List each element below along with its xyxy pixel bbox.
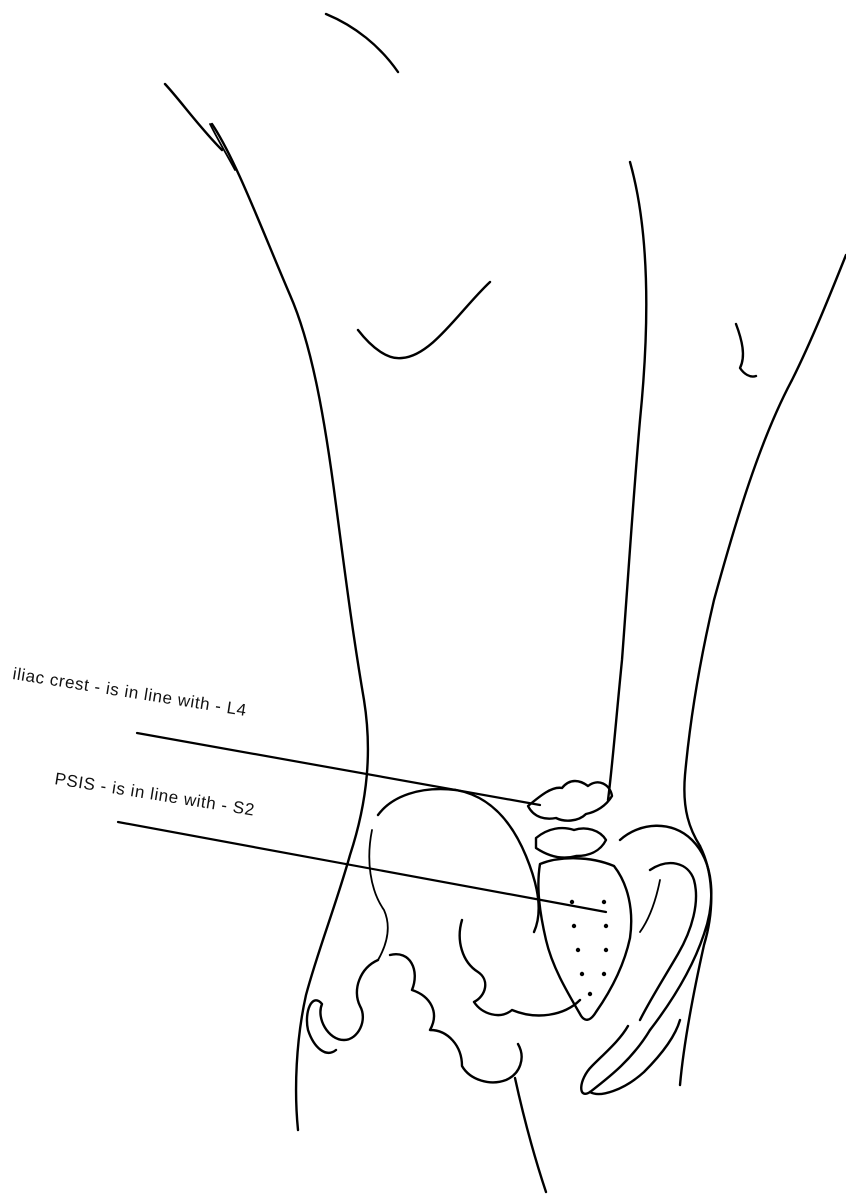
leg-divide xyxy=(515,1078,546,1192)
spine-line xyxy=(608,162,646,800)
left-ilium-inner xyxy=(369,830,387,960)
sacral-foramen xyxy=(602,900,606,904)
vertebra-l5 xyxy=(536,828,606,858)
sacral-foramen xyxy=(580,972,584,976)
sacral-foramen xyxy=(604,924,608,928)
sacral-foramen xyxy=(572,924,576,928)
right-lower-lobe xyxy=(581,1026,650,1094)
right-ilium xyxy=(620,826,711,1030)
right-ilium-inner xyxy=(640,863,696,1020)
shoulder-top-curve xyxy=(326,14,398,72)
body-outline xyxy=(165,14,846,1192)
left-pelvic-lobes xyxy=(307,960,378,1053)
sacrum xyxy=(538,858,631,1020)
right-ilium-edge xyxy=(640,880,660,932)
sacral-foramen xyxy=(588,992,592,996)
sacral-foramen xyxy=(576,948,580,952)
obturator-left xyxy=(390,954,522,1082)
torso-left-side xyxy=(212,124,368,1130)
sacral-foramen xyxy=(570,900,574,904)
scapula-curve xyxy=(358,282,490,358)
sacral-foramen xyxy=(604,948,608,952)
pubic-area xyxy=(460,920,580,1015)
sacral-foramen xyxy=(602,972,606,976)
psis-leader-line xyxy=(118,822,606,912)
torso-right-side xyxy=(684,255,846,846)
vertebra-l4 xyxy=(528,781,612,821)
right-femoral-curve xyxy=(590,1020,680,1094)
psis-label: PSIS - is in line with - S2 xyxy=(53,769,256,819)
pelvis xyxy=(307,781,711,1094)
left-ilium xyxy=(378,789,539,932)
left-arm-outline xyxy=(165,84,222,150)
iliac-crest-label: iliac crest - is in line with - L4 xyxy=(11,664,248,720)
left-armpit-fold xyxy=(210,124,235,170)
elbow-mark xyxy=(736,324,756,377)
